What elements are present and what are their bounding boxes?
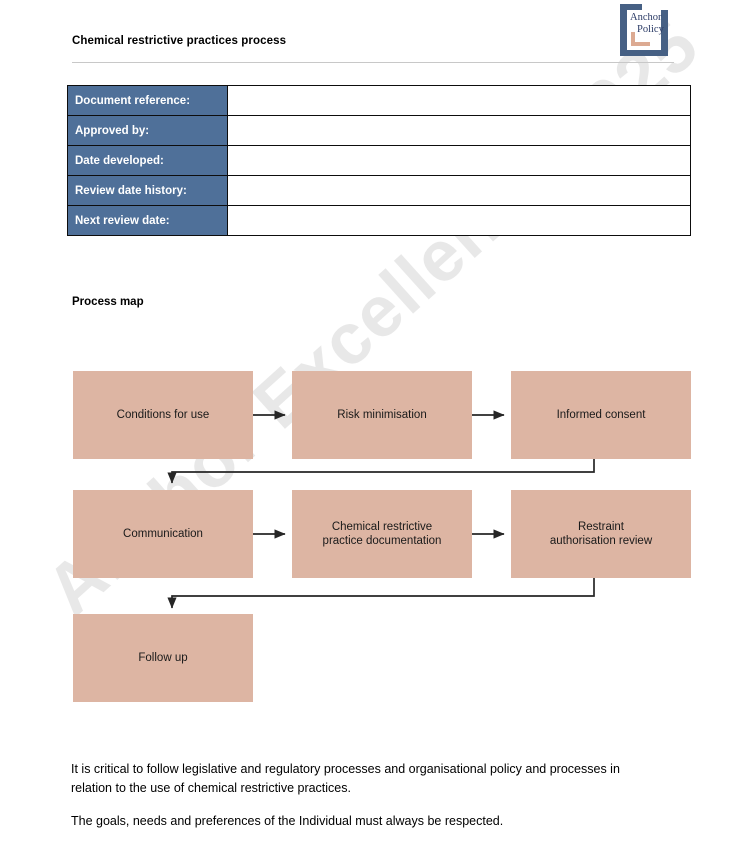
node-communication[interactable]: Communication	[73, 490, 253, 578]
note-paragraph-1: It is critical to follow legislative and…	[71, 762, 620, 795]
node-risk-minimisation[interactable]: Risk minimisation	[292, 371, 472, 459]
node-label: Communication	[123, 528, 203, 540]
logo-frame-top	[620, 4, 642, 10]
node-conditions-for-use[interactable]: Conditions for use	[73, 371, 253, 459]
label-approved-by: Approved by:	[67, 115, 228, 146]
logo-frame-right	[661, 10, 668, 56]
node-label: Informed consent	[556, 409, 646, 421]
node-label: Restraint authorisation review	[550, 520, 652, 548]
table-row: Date developed:	[67, 145, 691, 176]
table-row: Next review date:	[67, 205, 691, 236]
logo-word-policy: Policy	[637, 24, 664, 35]
node-chemical-restrictive-practice-documentation[interactable]: Chemical restrictive practice documentat…	[292, 490, 472, 578]
node-label: Conditions for use	[116, 409, 210, 421]
node-label-line-2: practice documentation	[322, 535, 442, 547]
value-review-date-history[interactable]	[227, 175, 691, 206]
closing-notes: It is critical to follow legislative and…	[71, 760, 661, 843]
node-label: Follow up	[138, 652, 188, 664]
logo-frame-left	[620, 4, 627, 56]
node-follow-up[interactable]: Follow up	[73, 614, 253, 702]
page-title: Chemical restrictive practices process	[72, 35, 287, 47]
value-document-reference[interactable]	[227, 85, 691, 116]
node-label: Risk minimisation	[337, 409, 427, 421]
value-approved-by[interactable]	[227, 115, 691, 146]
logo-corner-accent-vertical	[631, 32, 635, 46]
anchor-policy-logo: Anchor Policy	[620, 4, 668, 56]
value-next-review-date[interactable]	[227, 205, 691, 236]
label-next-review-date: Next review date:	[67, 205, 228, 236]
document-header: Chemical restrictive practices process A…	[0, 0, 754, 70]
node-label-line-1: Chemical restrictive	[331, 521, 433, 533]
logo-frame-bottom	[627, 50, 668, 56]
node-restraint-authorisation-review[interactable]: Restraint authorisation review	[511, 490, 691, 578]
process-map-heading: Process map	[72, 296, 144, 308]
value-date-developed[interactable]	[227, 145, 691, 176]
note-paragraph-2: The goals, needs and preferences of the …	[71, 814, 504, 828]
label-date-developed: Date developed:	[67, 145, 228, 176]
node-label-line-2: authorisation review	[549, 535, 653, 547]
table-row: Review date history:	[67, 175, 691, 206]
logo-corner-accent-horizontal	[631, 42, 650, 46]
node-label-line-1: Restraint	[577, 521, 625, 533]
logo-word-anchor: Anchor	[630, 12, 662, 23]
table-row: Document reference:	[67, 85, 691, 116]
node-label: Chemical restrictive practice documentat…	[323, 520, 442, 548]
table-row: Approved by:	[67, 115, 691, 146]
document-metadata-table: Document reference: Approved by: Date de…	[67, 85, 691, 236]
node-informed-consent[interactable]: Informed consent	[511, 371, 691, 459]
header-divider	[72, 62, 674, 63]
